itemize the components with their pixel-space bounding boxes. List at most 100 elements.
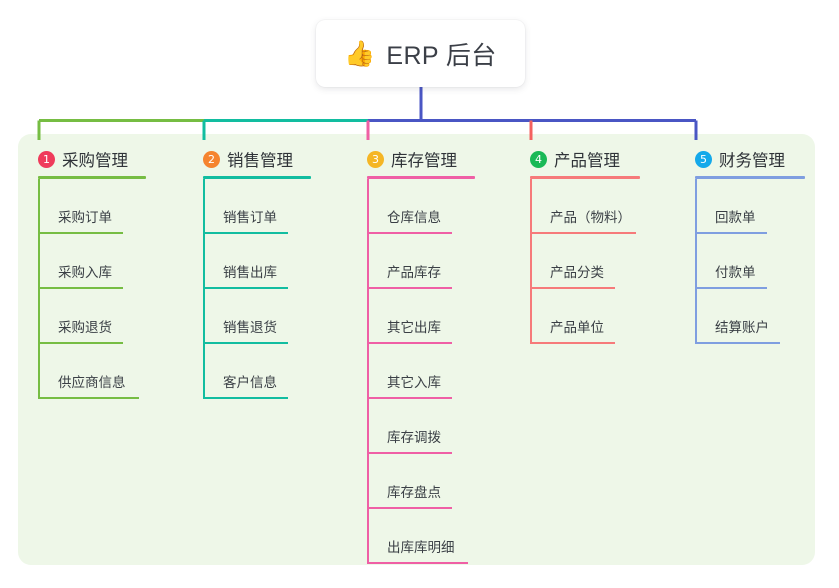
branch-item-label: 采购退货 (58, 320, 112, 335)
branch-item-underline (367, 507, 452, 509)
branch-column-finance: 5 财务管理回款单付款单结算账户 (695, 148, 805, 344)
branch-item-label: 库存盘点 (387, 485, 441, 500)
branch-item-label: 产品单位 (550, 320, 604, 335)
branch-index-badge: 5 (695, 150, 712, 168)
branch-item-label: 客户信息 (223, 375, 277, 390)
branch-item-underline (38, 287, 123, 289)
branch-item[interactable]: 产品分类 (530, 234, 640, 289)
root-node[interactable]: 👍 ERP 后台 (316, 20, 525, 87)
branches-panel (18, 134, 815, 565)
branch-underline (367, 176, 475, 179)
branch-item-label: 其它出库 (387, 320, 441, 335)
branch-item-label: 产品（物料） (550, 210, 631, 225)
branch-item[interactable]: 产品单位 (530, 289, 640, 344)
branch-item-label: 产品分类 (550, 265, 604, 280)
branch-item-label: 采购订单 (58, 210, 112, 225)
branch-item-underline (367, 232, 452, 234)
branch-item[interactable]: 回款单 (695, 179, 805, 234)
branch-spine (203, 179, 205, 399)
branch-item[interactable]: 付款单 (695, 234, 805, 289)
branch-title: 采购管理 (62, 152, 128, 170)
branch-item-label: 库存调拨 (387, 430, 441, 445)
branch-item[interactable]: 产品（物料） (530, 179, 640, 234)
branch-item-label: 付款单 (715, 265, 756, 280)
branch-spine (38, 179, 40, 399)
branch-title: 财务管理 (719, 152, 785, 170)
branch-item[interactable]: 产品库存 (367, 234, 475, 289)
branch-item-underline (38, 342, 123, 344)
branch-item-underline (367, 287, 452, 289)
branch-item[interactable]: 采购入库 (38, 234, 146, 289)
branch-column-purchase: 1 采购管理采购订单采购入库采购退货供应商信息 (38, 148, 146, 399)
branch-item-underline (367, 397, 452, 399)
branch-item-underline (203, 287, 288, 289)
branch-item-underline (695, 232, 767, 234)
branch-item-label: 销售订单 (223, 210, 277, 225)
branch-item-underline (203, 232, 288, 234)
branch-underline (38, 176, 146, 179)
branch-item[interactable]: 其它出库 (367, 289, 475, 344)
branch-item-label: 采购入库 (58, 265, 112, 280)
branch-index-badge: 2 (203, 150, 220, 168)
branch-item[interactable]: 出库库明细 (367, 509, 475, 564)
branch-underline (695, 176, 805, 179)
branch-item-underline (530, 287, 615, 289)
branch-items: 采购订单采购入库采购退货供应商信息 (38, 179, 146, 399)
branch-item-label: 销售退货 (223, 320, 277, 335)
branch-item-label: 回款单 (715, 210, 756, 225)
branch-item-underline (38, 397, 139, 399)
branch-index-badge: 4 (530, 150, 547, 168)
branch-column-inventory: 3 库存管理仓库信息产品库存其它出库其它入库库存调拨库存盘点出库库明细 (367, 148, 475, 564)
branch-item[interactable]: 销售订单 (203, 179, 311, 234)
branch-spine (367, 179, 369, 564)
branch-column-product: 4 产品管理产品（物料） 产品分类产品单位 (530, 148, 640, 344)
branch-items: 产品（物料） 产品分类产品单位 (530, 179, 640, 344)
branch-item[interactable]: 其它入库 (367, 344, 475, 399)
branch-underline (530, 176, 640, 179)
branch-column-sales: 2 销售管理销售订单销售出库销售退货客户信息 (203, 148, 311, 399)
branch-item-label: 出库库明细 (387, 540, 455, 555)
branch-underline (203, 176, 311, 179)
branch-item-underline (367, 562, 468, 564)
branch-index-badge: 3 (367, 150, 384, 168)
branch-item-underline (367, 452, 452, 454)
branch-title: 库存管理 (391, 152, 457, 170)
branch-header-sales[interactable]: 2 销售管理 (203, 148, 311, 170)
branch-header-inventory[interactable]: 3 库存管理 (367, 148, 475, 170)
branch-items: 销售订单销售出库销售退货客户信息 (203, 179, 311, 399)
branch-item-underline (203, 397, 288, 399)
branch-item[interactable]: 库存盘点 (367, 454, 475, 509)
branch-items: 仓库信息产品库存其它出库其它入库库存调拨库存盘点出库库明细 (367, 179, 475, 564)
branch-title: 销售管理 (227, 152, 293, 170)
branch-spine (530, 179, 532, 344)
branch-item[interactable]: 库存调拨 (367, 399, 475, 454)
branch-item-underline (38, 232, 123, 234)
branch-items: 回款单付款单结算账户 (695, 179, 805, 344)
branch-item[interactable]: 销售退货 (203, 289, 311, 344)
thumbs-up-icon: 👍 (344, 40, 376, 68)
branch-item-underline (530, 342, 615, 344)
branch-spine (695, 179, 697, 344)
branch-item-label: 销售出库 (223, 265, 277, 280)
branch-item[interactable]: 采购退货 (38, 289, 146, 344)
branch-item[interactable]: 客户信息 (203, 344, 311, 399)
branch-header-finance[interactable]: 5 财务管理 (695, 148, 805, 170)
branch-title: 产品管理 (554, 152, 620, 170)
branch-item-underline (695, 342, 780, 344)
branch-item-label: 仓库信息 (387, 210, 441, 225)
branch-item[interactable]: 采购订单 (38, 179, 146, 234)
branch-index-badge: 1 (38, 150, 55, 168)
branch-item[interactable]: 仓库信息 (367, 179, 475, 234)
branch-item-label: 供应商信息 (58, 375, 126, 390)
branch-item-underline (203, 342, 288, 344)
branch-item[interactable]: 结算账户 (695, 289, 805, 344)
root-node-title: ERP 后台 (386, 41, 497, 70)
branch-item[interactable]: 供应商信息 (38, 344, 146, 399)
branch-item[interactable]: 销售出库 (203, 234, 311, 289)
branch-header-product[interactable]: 4 产品管理 (530, 148, 640, 170)
branch-item-underline (695, 287, 767, 289)
branch-header-purchase[interactable]: 1 采购管理 (38, 148, 146, 170)
branch-item-underline (530, 232, 636, 234)
branch-item-underline (367, 342, 452, 344)
